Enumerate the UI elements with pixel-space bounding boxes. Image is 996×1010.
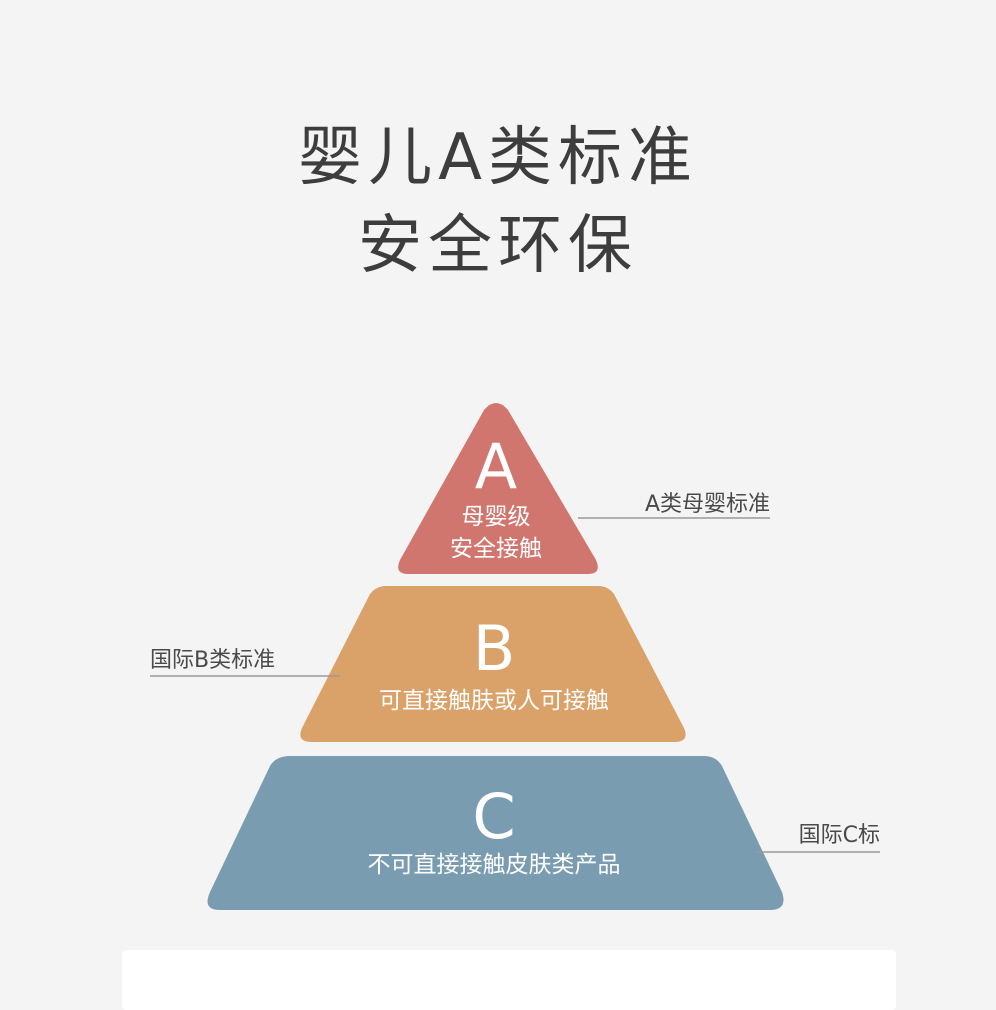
tier-c-shape	[207, 756, 784, 910]
bottom-card	[122, 950, 896, 1010]
title-line-1: 婴儿A类标准	[298, 121, 698, 195]
tier-b-shape	[300, 586, 686, 742]
title-line-2: 安全环保	[358, 209, 638, 283]
tier-b-line-1: 可直接触肤或人可接触	[379, 688, 609, 714]
tier-b-side-label: 国际B类标准	[150, 648, 275, 673]
tier-a-line-2: 安全接触	[450, 536, 542, 562]
tier-a-shape	[398, 403, 598, 574]
tier-a-side-label: A类母婴标准	[645, 492, 770, 517]
tier-c-line-1: 不可直接接触皮肤类产品	[368, 852, 621, 878]
tier-c-side-label: 国际C标	[799, 823, 880, 848]
tier-a-letter: A	[475, 430, 517, 503]
tier-a-line-1: 母婴级	[462, 504, 531, 530]
tier-c-letter: C	[472, 780, 515, 853]
tier-b-letter: B	[473, 612, 516, 685]
